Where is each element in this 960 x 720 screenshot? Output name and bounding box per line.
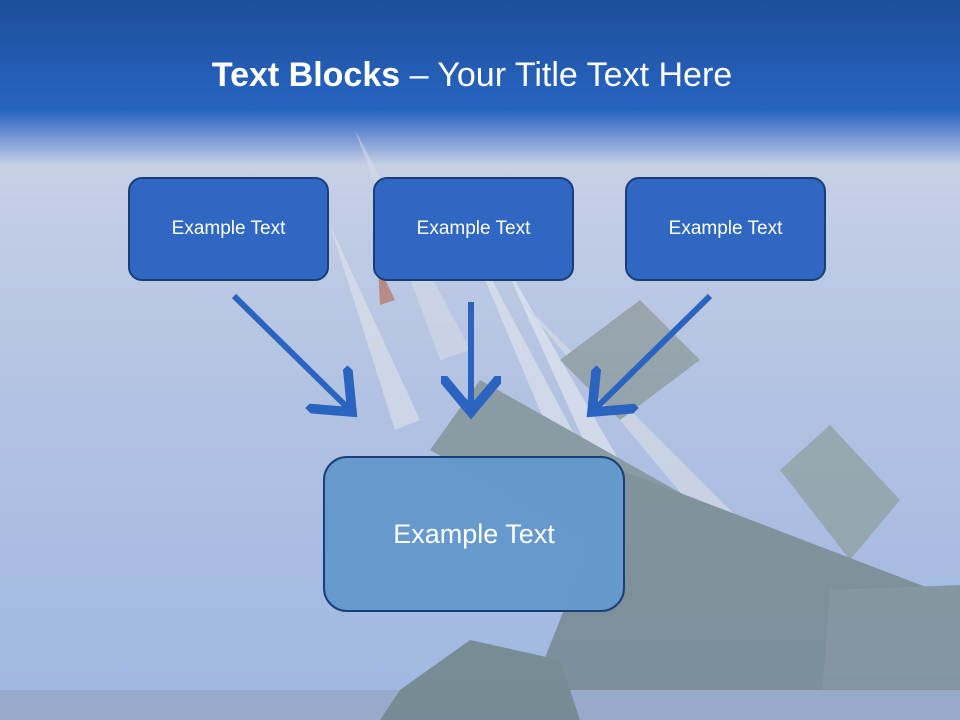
target-text-block[interactable]: Example Text bbox=[323, 456, 625, 612]
text-block-1[interactable]: Example Text bbox=[128, 177, 329, 281]
text-block-3-label: Example Text bbox=[668, 218, 783, 239]
title-rest: Your Title Text Here bbox=[437, 56, 733, 94]
slide-title: Text Blocks – Your Title Text Here bbox=[0, 52, 944, 98]
text-block-2-label: Example Text bbox=[416, 218, 531, 239]
arrow-left bbox=[231, 293, 352, 412]
arrow-right bbox=[592, 293, 713, 412]
title-bold-part: Text Blocks bbox=[211, 56, 401, 94]
title-dash: – bbox=[400, 56, 438, 94]
target-text-block-label: Example Text bbox=[393, 518, 555, 549]
text-block-2[interactable]: Example Text bbox=[373, 177, 574, 281]
text-block-1-label: Example Text bbox=[171, 218, 286, 239]
text-block-3[interactable]: Example Text bbox=[625, 177, 826, 281]
